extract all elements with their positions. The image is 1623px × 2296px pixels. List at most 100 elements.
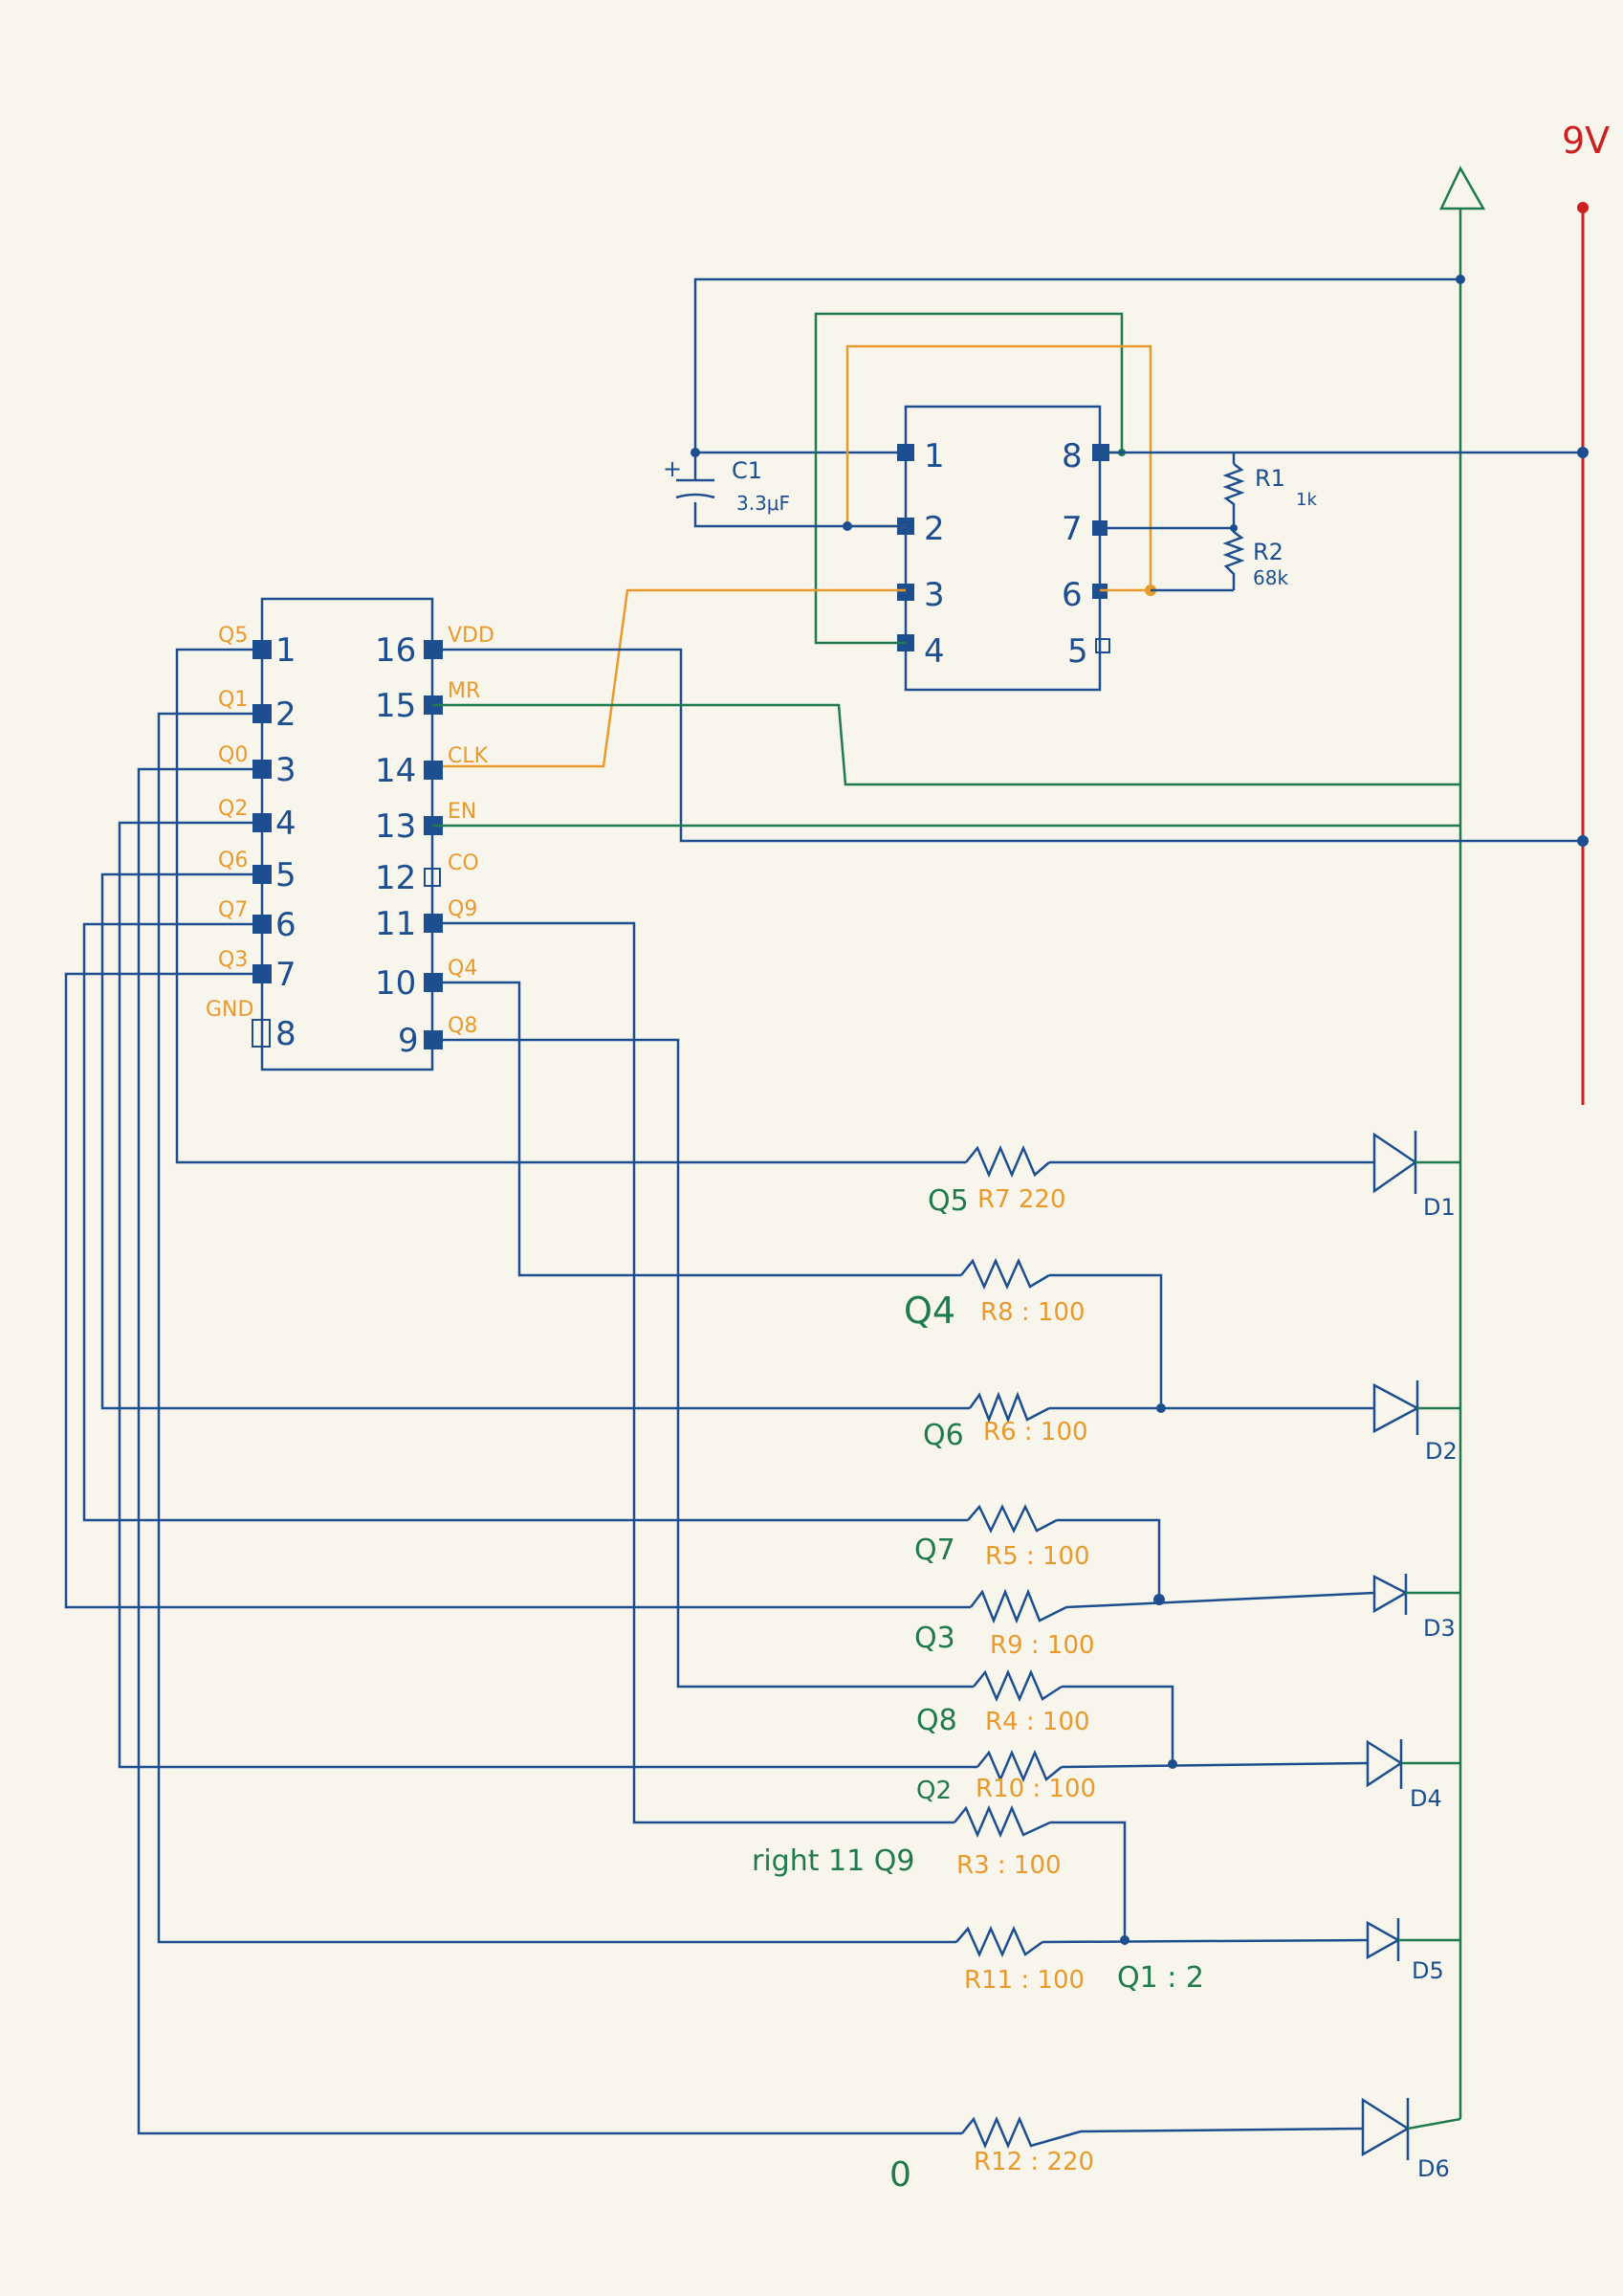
timer-pin-3: 3 <box>924 576 945 614</box>
counter-pin-15: 15 <box>375 687 416 725</box>
timer-pin-5: 5 <box>1067 632 1088 671</box>
timer-pin-2: 2 <box>924 510 945 548</box>
resistor-label-r12: R12 : 220 <box>974 2148 1094 2176</box>
diode-d6 <box>1361 2097 1461 2160</box>
counter-pin-1: 1 <box>275 631 296 670</box>
counter-pin-1-label: Q5 <box>218 624 248 648</box>
r1-value: 1k <box>1296 490 1317 510</box>
counter-pin-12: 12 <box>375 859 416 897</box>
diode-label-d3: D3 <box>1423 1615 1456 1642</box>
counter-pin-16-label: VDD <box>448 624 494 648</box>
signal-label-q0: 0 <box>889 2155 911 2195</box>
counter-pin-4-label: Q2 <box>218 797 248 821</box>
counter-pin-6-label: Q7 <box>218 898 248 922</box>
resistor-label-r4: R4 : 100 <box>985 1708 1090 1736</box>
r12-symbol <box>961 2115 1082 2150</box>
counter-pin-11-label: Q9 <box>448 897 477 921</box>
counter-pin-14-label: CLK <box>448 744 489 768</box>
counter-pin-8: 8 <box>275 1015 296 1053</box>
r7-symbol <box>965 1144 1050 1179</box>
timer-pin-7: 7 <box>1062 510 1083 548</box>
cap-name: C1 <box>732 457 762 484</box>
signal-label-q3: Q3 <box>914 1622 955 1655</box>
diode-label-d5: D5 <box>1412 1957 1444 1984</box>
counter-pin-8-label: GND <box>206 998 253 1022</box>
counter-pin-9-label: Q8 <box>448 1014 477 1038</box>
timer-pin-8: 8 <box>1062 437 1083 475</box>
r10-symbol <box>976 1749 1063 1783</box>
signal-label-q6: Q6 <box>923 1419 964 1452</box>
capacitor-c1: + C1 3.3μF <box>663 453 790 515</box>
counter-pin-4: 4 <box>275 805 296 843</box>
counter-pin-7-label: Q3 <box>218 948 248 972</box>
diode-label-d4: D4 <box>1410 1785 1442 1812</box>
resistor-label-r11: R11 : 100 <box>964 1966 1085 1995</box>
counter-pin-2: 2 <box>275 695 296 734</box>
diode-d5 <box>1366 1918 1460 1961</box>
counter-pin-7: 7 <box>275 956 296 994</box>
r5-symbol <box>967 1504 1058 1534</box>
counter-pin-10-label: Q4 <box>448 957 477 981</box>
cap-value: 3.3μF <box>736 492 790 515</box>
resistor-label-r6: R6 : 100 <box>983 1418 1088 1446</box>
led-resistor-labels: Q5 R7 220 Q4 R8 : 100 Q6 R6 : 100 Q7 R5 … <box>752 1184 1204 2195</box>
r4-symbol <box>973 1668 1063 1703</box>
led-resistor-symbols <box>954 1144 1082 2150</box>
counter-pin-5: 5 <box>275 856 296 894</box>
diode-d2 <box>1372 1380 1460 1435</box>
nine-volt-rail: 9V <box>1562 120 1610 1105</box>
r11-symbol <box>955 1925 1043 1958</box>
signal-label-q1: Q1 : 2 <box>1117 1961 1204 1995</box>
diode-d4 <box>1366 1739 1460 1789</box>
resistor-label-r8: R8 : 100 <box>980 1298 1086 1327</box>
counter-pin-14: 14 <box>375 752 416 790</box>
r6-symbol <box>968 1391 1050 1424</box>
diode-d3 <box>1372 1574 1460 1615</box>
signal-label-q2: Q2 <box>916 1777 952 1805</box>
timer-pin-5-pad <box>1095 638 1110 653</box>
r8-symbol <box>960 1257 1050 1291</box>
diode-label-d1: D1 <box>1423 1194 1456 1221</box>
counter-pin-15-label: MR <box>448 679 480 703</box>
diode-label-d6: D6 <box>1417 2155 1450 2182</box>
resistor-label-r10: R10 : 100 <box>976 1775 1096 1803</box>
signal-label-q8: Q8 <box>916 1704 957 1737</box>
r2-value: 68k <box>1253 566 1288 589</box>
counter-pin-9: 9 <box>398 1022 419 1060</box>
cap-polarity: + <box>663 455 682 482</box>
cap-plate-bottom <box>675 493 715 499</box>
vdd-rail <box>1439 166 1486 2119</box>
counter-pin-12-pad <box>424 868 441 887</box>
signal-label-q9: right 11 Q9 <box>752 1844 914 1878</box>
counter-pin-16: 16 <box>375 631 416 670</box>
led-diodes: D1 D2 D3 D4 D5 D6 <box>1361 1131 1461 2182</box>
counter-pin-10: 10 <box>375 964 416 1003</box>
timing-resistor-labels: R1 1k R2 68k <box>1253 465 1317 589</box>
timer-pin-4: 4 <box>924 632 945 671</box>
output-wiring <box>64 648 1375 2135</box>
signal-label-q5: Q5 <box>928 1184 969 1218</box>
counter-pin-13: 13 <box>375 807 416 846</box>
counter-pin-12-label: CO <box>448 851 479 875</box>
timer-wiring <box>428 275 1589 768</box>
resistor-label-r9: R9 : 100 <box>990 1631 1095 1660</box>
counter-pin-14-pad <box>424 761 443 780</box>
counter-pin-13-label: EN <box>448 800 476 824</box>
counter-pin-8-pad <box>252 1019 271 1048</box>
resistor-label-r3: R3 : 100 <box>956 1851 1062 1880</box>
counter-pin-6: 6 <box>275 906 296 944</box>
diode-label-d2: D2 <box>1425 1438 1458 1465</box>
counter-control-wiring <box>432 648 1589 847</box>
supply-node <box>1577 202 1589 213</box>
r9-symbol <box>970 1588 1067 1624</box>
r3-symbol <box>954 1804 1051 1839</box>
r1-name: R1 <box>1255 465 1285 492</box>
counter-pin-5-label: Q6 <box>218 849 248 872</box>
supply-label: 9V <box>1562 120 1610 162</box>
signal-label-q4: Q4 <box>904 1290 955 1332</box>
counter-pin-2-label: Q1 <box>218 688 248 712</box>
r2-name: R2 <box>1253 539 1283 565</box>
